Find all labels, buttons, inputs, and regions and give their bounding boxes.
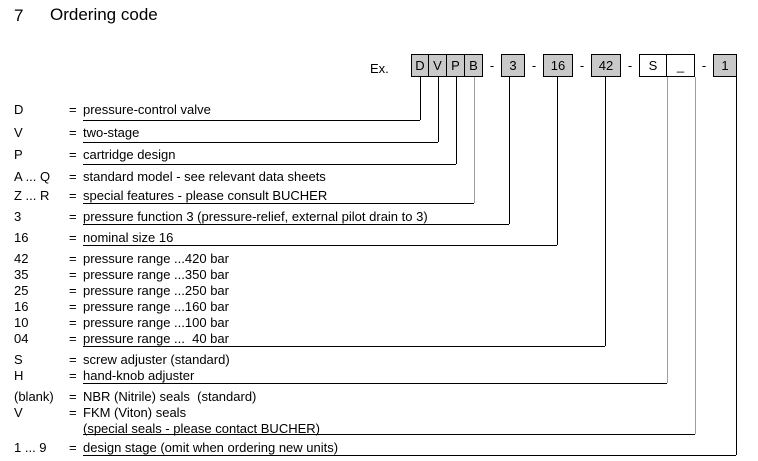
legend-key: V [14, 125, 23, 140]
legend-key: 42 [14, 251, 29, 266]
legend-desc: standard model - see relevant data sheet… [83, 169, 326, 184]
legend-key: 25 [14, 283, 29, 298]
code-separator-1: - [489, 58, 495, 73]
legend-key: D [14, 102, 24, 117]
legend-desc-continuation: (special seals - please contact BUCHER) [83, 421, 320, 436]
legend-desc: pressure function 3 (pressure-relief, ex… [83, 209, 428, 224]
legend-equals: = [69, 251, 77, 266]
legend-key: A ... Q [14, 169, 51, 184]
code-box-v[interactable]: V [429, 54, 447, 77]
legend-key: P [14, 147, 23, 162]
legend-desc: nominal size 16 [83, 230, 174, 245]
legend-key: 3 [14, 209, 22, 224]
legend-desc: hand-knob adjuster [83, 368, 195, 383]
legend-key: S [14, 352, 23, 367]
legend-key: H [14, 368, 24, 383]
legend-desc: design stage (omit when ordering new uni… [83, 440, 339, 455]
leader-riser-b [474, 77, 475, 203]
legend-equals: = [69, 267, 77, 282]
leader-rule-seals [83, 434, 695, 435]
leader-rule-v [83, 142, 438, 143]
legend-key: V [14, 405, 23, 420]
legend-equals: = [69, 230, 77, 245]
leader-riser-v [438, 77, 439, 142]
legend-desc: pressure range ...250 bar [83, 283, 229, 298]
leader-rule-16 [83, 245, 557, 246]
legend-equals: = [69, 368, 77, 383]
legend-key: 1 ... 9 [14, 440, 47, 455]
code-separator-4: - [627, 58, 633, 73]
leader-rule-model [83, 203, 474, 204]
legend-equals: = [69, 147, 77, 162]
legend-equals: = [69, 389, 77, 404]
legend-key: 16 [14, 299, 29, 314]
legend-desc: pressure range ...100 bar [83, 315, 229, 330]
legend-desc: cartridge design [83, 147, 176, 162]
ordering-code-boxes: D V P B - 3 - 16 - 42 - S _ - 1 [411, 54, 737, 77]
leader-rule-adjuster [83, 383, 667, 384]
leader-riser-3 [509, 77, 510, 224]
legend-equals: = [69, 315, 77, 330]
code-box-b[interactable]: B [465, 54, 483, 77]
leader-rule-3 [83, 224, 509, 225]
leader-rule-pressure [83, 346, 605, 347]
code-box-p[interactable]: P [447, 54, 465, 77]
legend-equals: = [69, 405, 77, 420]
code-box-d[interactable]: D [411, 54, 429, 77]
legend-equals: = [69, 440, 77, 455]
legend-key: (blank) [14, 389, 54, 404]
code-box-s[interactable]: S [639, 54, 667, 77]
legend-desc: pressure range ... 40 bar [83, 331, 229, 346]
code-separator-3: - [579, 58, 585, 73]
leader-rule-design-stage [83, 455, 736, 456]
legend-desc: pressure-control valve [83, 102, 211, 117]
code-separator-5: - [701, 58, 707, 73]
legend-desc: FKM (Viton) seals [83, 405, 187, 420]
legend-desc: special features - please consult BUCHER [83, 188, 328, 203]
legend-key: 35 [14, 267, 29, 282]
code-box-42[interactable]: 42 [591, 54, 621, 77]
leader-riser-d [420, 77, 421, 120]
leader-riser-seal [695, 77, 696, 434]
legend-equals: = [69, 188, 77, 203]
legend-equals: = [69, 102, 77, 117]
legend-equals: = [69, 125, 77, 140]
legend-equals: = [69, 169, 77, 184]
leader-riser-1 [736, 77, 737, 455]
code-box-16[interactable]: 16 [543, 54, 573, 77]
code-box-seal[interactable]: _ [667, 54, 695, 77]
legend-equals: = [69, 352, 77, 367]
legend-desc: two-stage [83, 125, 140, 140]
page-title: Ordering code [50, 5, 158, 24]
legend-desc: screw adjuster (standard) [83, 352, 230, 367]
section-number: 7 [14, 6, 24, 25]
legend-equals: = [69, 209, 77, 224]
leader-riser-42 [605, 77, 606, 346]
leader-rule-d [83, 120, 420, 121]
code-box-1[interactable]: 1 [713, 54, 737, 77]
legend-equals: = [69, 331, 77, 346]
leader-rule-p [83, 164, 456, 165]
legend-desc: NBR (Nitrile) seals (standard) [83, 389, 257, 404]
legend-desc: pressure range ...160 bar [83, 299, 229, 314]
legend-key: Z ... R [14, 188, 50, 203]
leader-riser-p [456, 77, 457, 164]
leader-riser-s [667, 77, 668, 383]
legend-equals: = [69, 299, 77, 314]
legend-desc: pressure range ...420 bar [83, 251, 229, 266]
legend-key: 04 [14, 331, 29, 346]
legend-key: 10 [14, 315, 29, 330]
leader-riser-16 [557, 77, 558, 245]
code-separator-2: - [531, 58, 537, 73]
example-label: Ex. [370, 61, 389, 76]
legend-desc: pressure range ...350 bar [83, 267, 229, 282]
legend-equals: = [69, 283, 77, 298]
code-box-3[interactable]: 3 [501, 54, 525, 77]
legend-key: 16 [14, 230, 29, 245]
